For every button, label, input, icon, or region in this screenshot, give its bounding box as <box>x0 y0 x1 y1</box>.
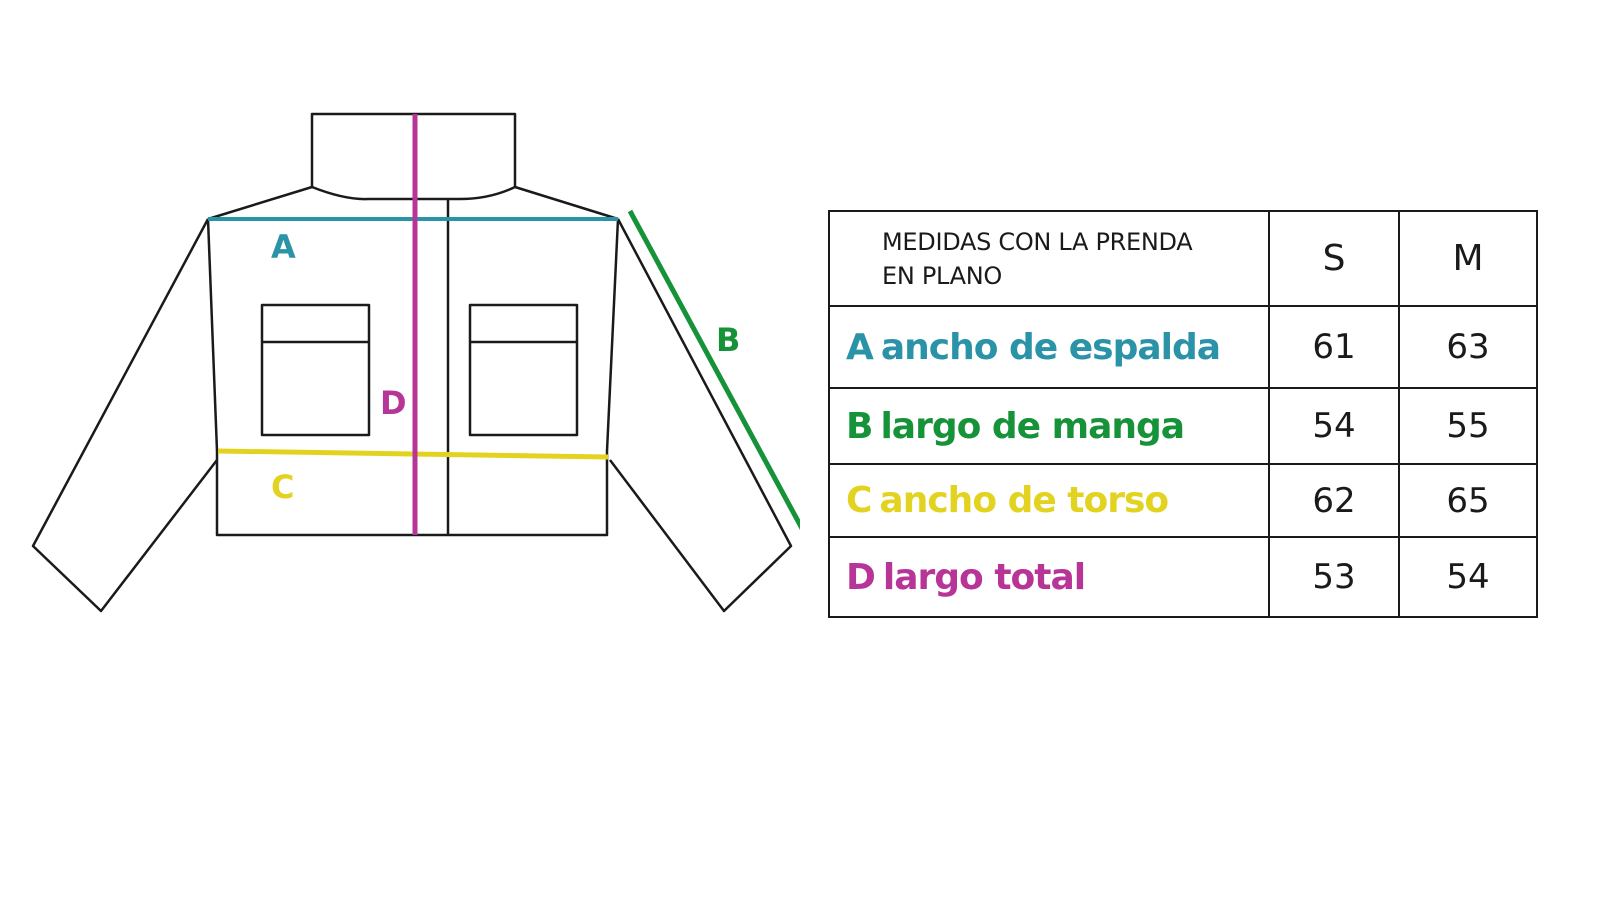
table-header-line2: EN PLANO <box>882 261 1003 290</box>
jacket-body <box>206 218 620 537</box>
table-header-label: MEDIDAS CON LA PRENDA EN PLANO <box>828 210 1270 307</box>
value-d-m: 54 <box>1398 536 1538 618</box>
value-a-s: 61 <box>1268 305 1400 389</box>
jacket-left-pocket <box>260 303 371 437</box>
value-c-m: 65 <box>1398 463 1538 538</box>
measure-label-b: B <box>716 321 740 359</box>
jacket-left-sleeve <box>31 218 218 613</box>
row-letter: D <box>846 556 876 598</box>
size-header-s: S <box>1268 210 1400 307</box>
table-header-row: MEDIDAS CON LA PRENDA EN PLANO S M <box>828 210 1538 307</box>
table-header-line1: MEDIDAS CON LA PRENDA <box>882 227 1193 256</box>
jacket-outline <box>31 112 793 613</box>
jacket-right-shoulder <box>514 185 619 221</box>
jacket-diagram: A B C D <box>31 112 800 613</box>
row-letter: C <box>846 480 872 521</box>
measure-label-c: C <box>271 468 294 506</box>
row-name: ancho de espalda <box>880 326 1221 368</box>
row-name: ancho de torso <box>879 480 1169 521</box>
row-letter: B <box>846 405 873 447</box>
row-letter: A <box>846 326 874 368</box>
measure-label-d: D <box>380 384 407 422</box>
value-b-m: 55 <box>1398 387 1538 465</box>
value-b-s: 54 <box>1268 387 1400 465</box>
size-header-m: M <box>1398 210 1538 307</box>
jacket-left-shoulder <box>207 185 313 221</box>
jacket-right-sleeve <box>609 218 793 613</box>
value-a-m: 63 <box>1398 305 1538 389</box>
row-name: largo total <box>882 556 1086 598</box>
value-d-s: 53 <box>1268 536 1400 618</box>
value-c-s: 62 <box>1268 463 1400 538</box>
row-name: largo de manga <box>880 405 1185 447</box>
measure-line-b <box>627 209 800 531</box>
jacket-right-pocket <box>468 303 579 437</box>
measure-label-a: A <box>271 228 296 266</box>
